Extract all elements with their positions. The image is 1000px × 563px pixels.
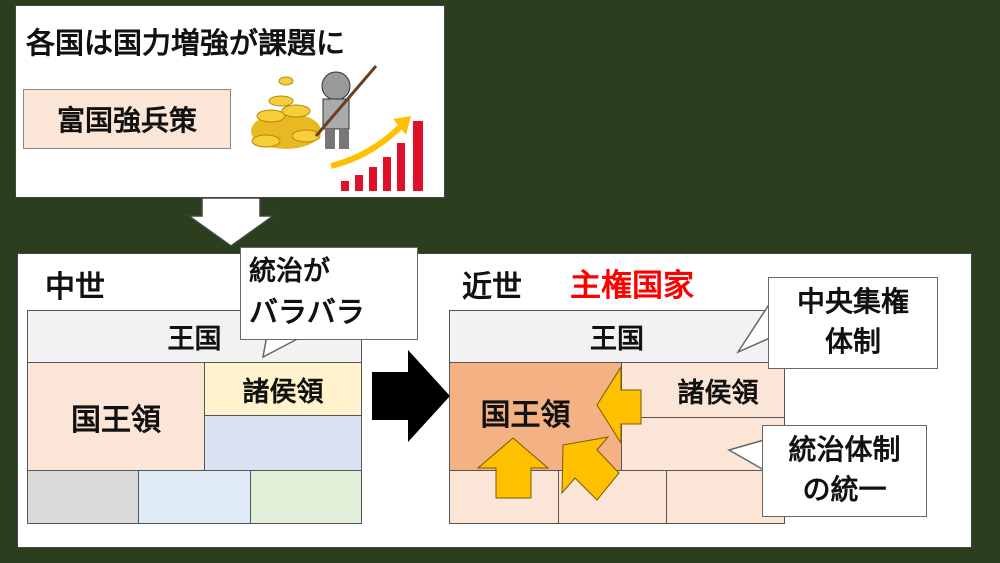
centralization-callout: 中央集権 体制	[768, 277, 938, 369]
sovereign-state-heading: 主権国家	[570, 268, 694, 304]
medieval-territory-lightblue	[138, 470, 251, 524]
top-title: 各国は国力増強が課題に	[26, 26, 346, 60]
medieval-territory-gray	[27, 470, 139, 524]
medieval-heading: 中世	[45, 270, 105, 305]
callout-line: 中央集権	[796, 285, 909, 318]
modern-royal-domain: 国王領	[449, 362, 622, 471]
modern-lords-domain: 諸侯領	[621, 362, 785, 418]
callout-line: 統治が	[249, 256, 330, 287]
modern-kingdom: 王国	[449, 310, 785, 363]
callout-line: バラバラ	[249, 295, 365, 329]
medieval-territory-blue	[204, 415, 362, 471]
bar-chart-icon	[341, 121, 423, 191]
wealth-military-illustration	[251, 65, 423, 191]
callout-tail	[735, 300, 771, 354]
callout-line: 統治体制	[788, 433, 901, 466]
fragmented-rule-callout: 統治が バラバラ	[240, 247, 418, 340]
up-arrow-icon	[476, 437, 550, 499]
policy-box: 富国強兵策	[23, 89, 231, 149]
top-panel: 各国は国力増強が課題に 富国強兵策	[15, 5, 445, 198]
coins-icon	[251, 76, 321, 149]
right-arrow-icon	[372, 350, 450, 442]
callout-line: の統一	[802, 473, 887, 506]
policy-label: 富国強兵策	[56, 104, 197, 137]
down-arrow-icon	[186, 197, 276, 247]
unified-rule-callout: 統治体制 の統一	[762, 425, 927, 517]
early-modern-heading: 近世	[462, 270, 522, 305]
medieval-territory-green	[250, 470, 362, 524]
growth-arrow-icon	[330, 116, 411, 169]
medieval-lords-domain: 諸侯領	[204, 362, 362, 416]
callout-line: 体制	[824, 325, 881, 358]
knight-icon	[314, 65, 378, 149]
left-arrow-icon	[596, 365, 642, 445]
callout-tail	[727, 439, 765, 472]
diagonal-arrow-icon	[561, 436, 620, 501]
